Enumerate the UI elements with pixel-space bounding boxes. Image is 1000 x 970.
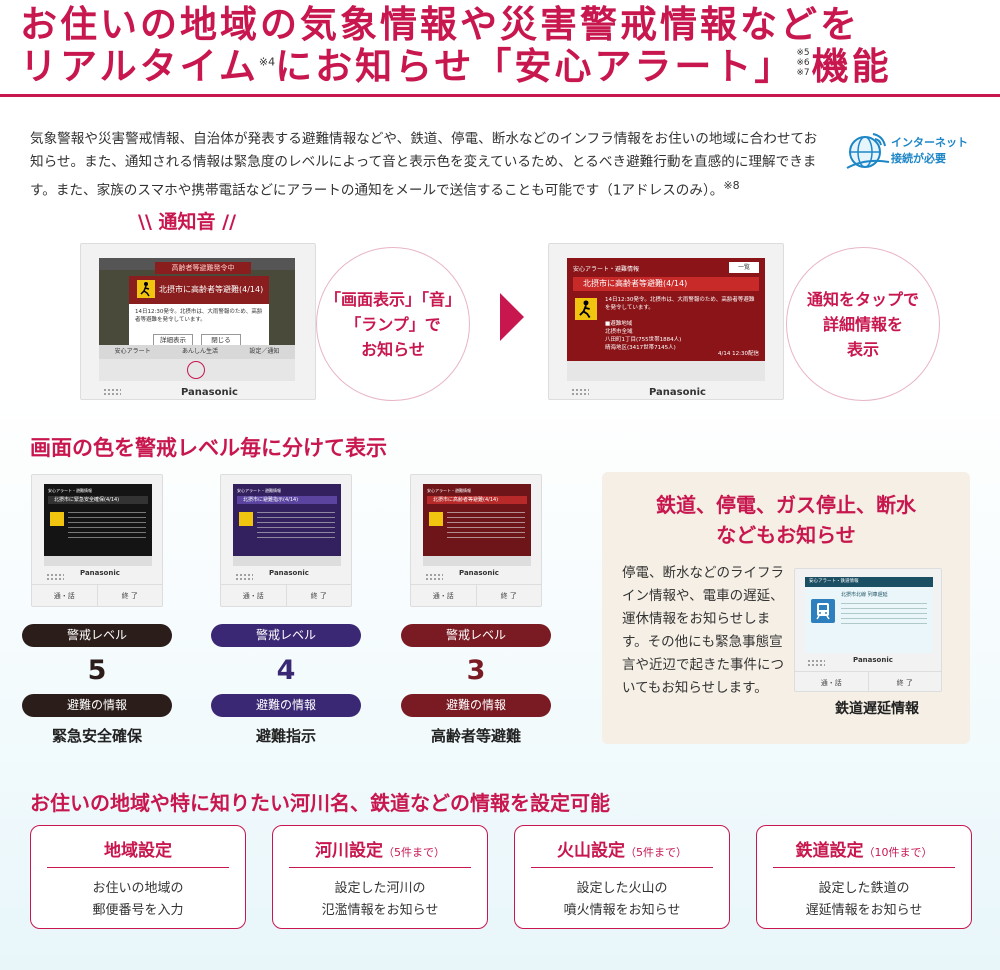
talk-button[interactable]: 通・話 xyxy=(242,592,264,600)
settings-title: お住いの地域や特に知りたい河川名、鉄道などの情報を設定可能 xyxy=(30,791,610,815)
headline-line1: お住いの地域の気象情報や災害警戒情報などを xyxy=(20,3,860,46)
level-number: 4 xyxy=(276,655,296,686)
level-pill: 警戒レベル xyxy=(211,624,361,647)
monitor-detail: 安心アラート・避難情報 一覧 北摂市に高齢者等避難(4/14) 14日12:30… xyxy=(548,243,784,400)
info-pill: 避難の情報 xyxy=(401,694,551,717)
levels-title: 画面の色を警戒レベル毎に分けて表示 xyxy=(30,436,387,460)
footnote-mark: ※4 xyxy=(258,55,276,69)
end-button[interactable]: 終 了 xyxy=(96,585,163,606)
evacuation-icon xyxy=(239,512,253,526)
talk-button[interactable]: 通・話 xyxy=(53,592,75,600)
list-button[interactable]: 一覧 xyxy=(729,262,759,273)
level-number: 5 xyxy=(87,655,107,686)
internet-required-badge: インターネット 接続が必要 xyxy=(845,126,975,176)
level-card-5: 安心アラート・避難情報 北摂市に緊急安全確保(4/14) Panasonic 通… xyxy=(22,474,172,746)
info-label: 緊急安全確保 xyxy=(51,727,142,745)
level-card-4: 安心アラート・避難情報 北摂市に避難指示(4/14) Panasonic 通・話… xyxy=(211,474,361,746)
monitor-train: 安心アラート・鉄道情報 北摂市北線 列車遅延 Panasonic 通・話終 了 xyxy=(794,568,942,692)
speaker xyxy=(571,388,589,396)
infra-body: 停電、断水などのライフライン情報や、電車の遅延、運休情報をお知らせします。その他… xyxy=(622,565,784,696)
highlight-ring xyxy=(187,361,205,379)
setting-volcano: 火山設定（5件まで） 設定した火山の噴火情報をお知らせ xyxy=(514,825,730,929)
setting-area: 地域設定 お住いの地域の郵便番号を入力 xyxy=(30,825,246,929)
level-number: 3 xyxy=(466,655,486,686)
train-delay-caption: 鉄道遅延情報 xyxy=(835,701,919,717)
screen-popup: 高齢者等避難発令中 北摂市に高齢者等避難(4/14) 14日12:30発令。北摂… xyxy=(99,258,295,381)
evacuation-icon xyxy=(575,298,597,320)
screen-detail: 安心アラート・避難情報 一覧 北摂市に高齢者等避難(4/14) 14日12:30… xyxy=(567,258,765,381)
level-pill: 警戒レベル xyxy=(22,624,172,647)
globe-wifi-icon xyxy=(846,133,890,169)
evacuation-icon xyxy=(137,280,155,298)
end-button[interactable]: 終 了 xyxy=(285,585,352,606)
level-pill: 警戒レベル xyxy=(401,624,551,647)
talk-button[interactable]: 通・話 xyxy=(432,592,454,600)
evacuation-icon xyxy=(429,512,443,526)
alert-dialog: 北摂市に高齢者等避難(4/14) 14日12:30発令。北摂市は、大雨警報のため… xyxy=(129,276,269,358)
monitor-popup: 高齢者等避難発令中 北摂市に高齢者等避難(4/14) 14日12:30発令。北摂… xyxy=(80,243,316,400)
infra-title: 鉄道、停電、ガス停止、断水 などもお知らせ xyxy=(656,493,916,547)
end-button[interactable]: 終 了 xyxy=(475,585,542,606)
info-pill: 避難の情報 xyxy=(211,694,361,717)
speaker xyxy=(103,388,121,396)
intro-text: 気象警報や災害警戒情報、自治体が発表する避難情報などや、鉄道、停電、断水などのイ… xyxy=(30,131,818,199)
notify-sound-label: \\ 通知音 // xyxy=(138,211,237,233)
info-pill: 避難の情報 xyxy=(22,694,172,717)
info-label: 避難指示 xyxy=(255,727,316,745)
info-label: 高齢者等避難 xyxy=(430,727,521,745)
circle-tap-detail: 通知をタップで 詳細情報を 表示 xyxy=(786,247,940,401)
infra-info-box: 鉄道、停電、ガス停止、断水 などもお知らせ 停電、断水などのライフライン情報や、… xyxy=(602,472,970,744)
talk-button[interactable]: 通・話 xyxy=(820,679,842,687)
setting-river: 河川設定（5件まで） 設定した河川の氾濫情報をお知らせ xyxy=(272,825,488,929)
evacuation-icon xyxy=(50,512,64,526)
train-icon xyxy=(811,599,835,623)
circle-display-sound-lamp: 「画面表示」「音」 「ランプ」で お知らせ xyxy=(316,247,470,401)
headline-line2: リアルタイム※4にお知らせ「安心アラート」※5※6※7機能 xyxy=(20,45,892,88)
setting-railway: 鉄道設定（10件まで） 設定した鉄道の遅延情報をお知らせ xyxy=(756,825,972,929)
arrow-right-icon xyxy=(500,293,524,341)
end-button[interactable]: 終 了 xyxy=(867,672,942,691)
header-rule xyxy=(0,94,1000,97)
footnote-stack: ※5※6※7 xyxy=(796,48,810,78)
level-card-3: 安心アラート・避難情報 北摂市に高齢者等避難(4/14) Panasonic 通… xyxy=(401,474,551,746)
